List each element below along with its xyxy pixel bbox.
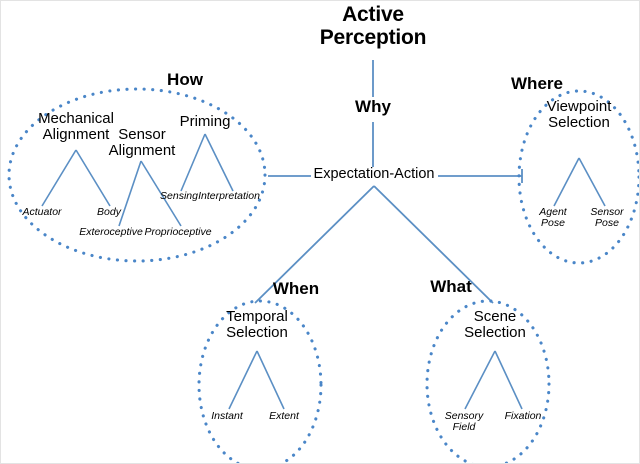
connector-mechanical-to-body	[75, 149, 111, 207]
connector-scene-to-fixation	[494, 350, 523, 410]
connector-viewpoint-to-sensor-pose	[578, 157, 606, 207]
leaf-body: Body	[97, 206, 121, 218]
node-viewpoint-selection: Viewpoint Selection	[546, 98, 612, 132]
node-priming: Priming	[179, 113, 231, 130]
connector-priming-to-interpretation	[204, 133, 234, 192]
category-label-why: Why	[355, 97, 391, 116]
leaf-sensor-pose: Sensor Pose	[590, 206, 624, 230]
node-scene-selection: Scene Selection	[464, 308, 526, 342]
connector-temporal-to-instant	[228, 350, 258, 410]
leaf-interpretation: Interpretation	[198, 190, 260, 202]
category-label-what: What	[430, 277, 472, 296]
page-title-line-2: Perception	[319, 25, 427, 49]
leaf-agent-pose-line-2: Pose	[541, 217, 565, 230]
node-temporal-selection-line-2: Selection	[226, 324, 288, 342]
connector-mechanical-to-actuator	[41, 149, 77, 207]
node-sensor-alignment: Sensor Alignment	[108, 126, 176, 160]
leaf-proprioceptive: Proprioceptive	[144, 226, 212, 238]
leaf-actuator: Actuator	[22, 206, 62, 218]
connector-scene-to-sensory-field	[464, 350, 496, 410]
category-label-where: Where	[511, 74, 563, 93]
leaf-fixation: Fixation	[504, 410, 542, 422]
leaf-exteroceptive: Exteroceptive	[79, 226, 143, 238]
node-temporal-selection: Temporal Selection	[226, 308, 288, 342]
leaf-sensor-pose-line-1: Sensor	[590, 206, 624, 218]
connector-viewpoint-to-agent-pose	[553, 157, 580, 207]
node-scene-selection-line-2: Selection	[464, 324, 526, 342]
node-viewpoint-selection-line-2: Selection	[548, 114, 610, 132]
node-mechanical-alignment: Mechanical Alignment	[38, 110, 114, 144]
connector-temporal-to-extent	[256, 350, 285, 410]
leaf-sensor-pose-line-2: Pose	[595, 217, 619, 230]
leaf-sensing: Sensing	[160, 190, 198, 202]
node-temporal-selection-line-1: Temporal	[226, 308, 288, 325]
category-label-how: How	[167, 70, 203, 89]
leaf-agent-pose-line-1: Agent	[539, 206, 567, 218]
leaf-instant: Instant	[211, 410, 243, 422]
leaf-agent-pose: Agent Pose	[539, 206, 567, 230]
node-mechanical-alignment-line-1: Mechanical	[38, 110, 114, 127]
connector-priming-to-sensing	[180, 133, 206, 192]
leaf-sensory-field-line-2: Field	[452, 421, 476, 434]
leaf-extent: Extent	[269, 410, 299, 422]
node-scene-selection-line-1: Scene	[473, 308, 517, 325]
node-viewpoint-selection-line-1: Viewpoint	[546, 98, 612, 115]
node-sensor-alignment-line-1: Sensor	[118, 126, 166, 143]
page-title: Active Perception	[319, 3, 427, 49]
page-title-line-1: Active	[342, 3, 404, 26]
node-sensor-alignment-line-2: Alignment	[108, 142, 176, 160]
node-expectation-action: Expectation-Action	[313, 166, 435, 182]
leaf-sensory-field-line-1: Sensory	[444, 410, 484, 422]
node-mechanical-alignment-line-2: Alignment	[42, 126, 110, 144]
category-label-when: When	[272, 279, 320, 298]
connector-sensor-to-exteroceptive	[118, 160, 142, 227]
leaf-sensory-field: Sensory Field	[444, 410, 484, 434]
